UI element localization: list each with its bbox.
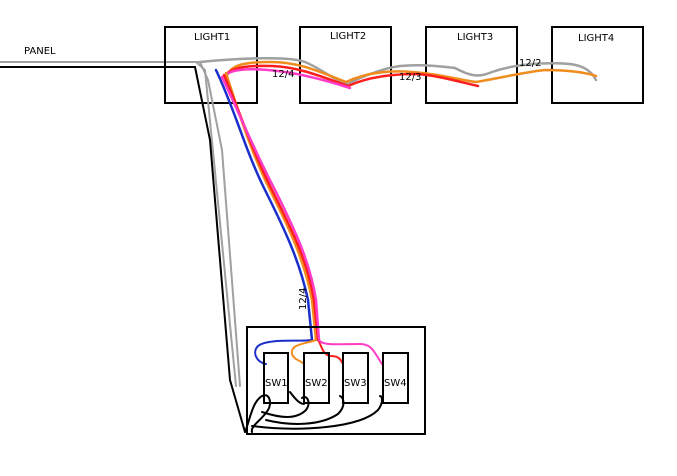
switch-sw3-label: SW3: [344, 378, 367, 389]
cable-label-l1-l2: 12/4: [272, 69, 294, 80]
panel-feed: [0, 61, 201, 68]
switch-bottom-jumpers: [244, 391, 383, 433]
light1-label: LIGHT1: [194, 32, 230, 43]
switch-sw3: SW3: [342, 352, 369, 404]
switch-sw2-label: SW2: [305, 378, 328, 389]
light4-box: LIGHT4: [551, 26, 644, 104]
cable-label-sw-l1: 12/4: [298, 288, 309, 310]
switch-box: [246, 326, 426, 435]
cable-label-l3-l4: 12/2: [519, 58, 541, 69]
switch-sw1: SW1: [263, 352, 289, 404]
cable-label-l2-l3: 12/3: [399, 72, 421, 83]
cable-light1-to-light4: [198, 56, 598, 90]
switch-sw2: SW2: [303, 352, 330, 404]
switch-sw4-label: SW4: [384, 378, 407, 389]
light2-label: LIGHT2: [330, 31, 366, 42]
cable-light1-to-switches: [214, 68, 321, 342]
panel-label: PANEL: [24, 46, 56, 57]
light4-label: LIGHT4: [578, 33, 614, 44]
light3-label: LIGHT3: [457, 32, 493, 43]
light3-box: LIGHT3: [425, 26, 518, 104]
switch-sw1-label: SW1: [265, 378, 288, 389]
switch-sw4: SW4: [382, 352, 409, 404]
feed-to-switch-box: [194, 61, 246, 433]
